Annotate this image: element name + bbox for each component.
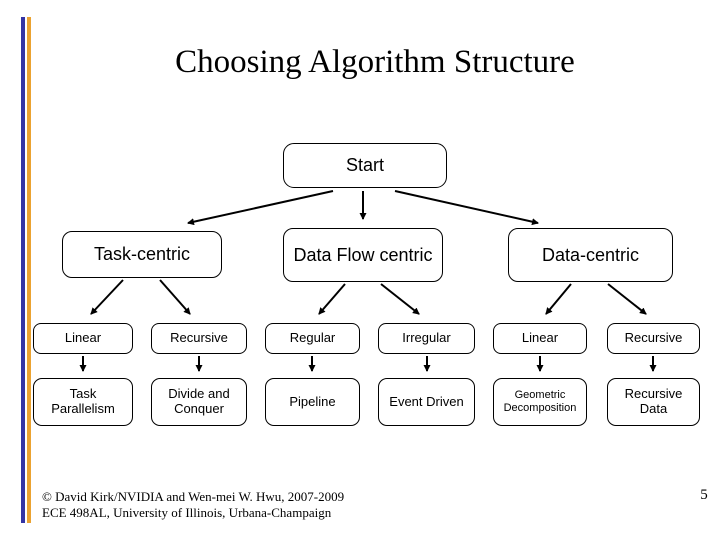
connector-dataflow-irregular	[380, 283, 420, 315]
copyright-footer: © David Kirk/NVIDIA and Wen-mei W. Hwu, …	[42, 489, 344, 520]
node-recursive-task: Recursive	[151, 323, 247, 354]
node-data-centric: Data-centric	[508, 228, 673, 282]
page-number: 5	[700, 487, 708, 503]
footer-line-2: ECE 498AL, University of Illinois, Urban…	[42, 504, 332, 520]
node-data-flow-centric: Data Flow centric	[283, 228, 443, 282]
footer-line-1: © David Kirk/NVIDIA and Wen-mei W. Hwu, …	[42, 489, 345, 504]
node-linear-task: Linear	[33, 323, 133, 354]
node-linear-data: Linear	[493, 323, 587, 354]
node-geometric-decomposition: Geometric Decomposition	[493, 378, 587, 426]
node-task-centric: Task-centric	[62, 231, 222, 278]
connector-dataflow-regular	[318, 283, 346, 315]
connector-taskcentric-linear	[90, 279, 124, 315]
node-start: Start	[283, 143, 447, 188]
node-event-driven: Event Driven	[378, 378, 475, 426]
node-pipeline: Pipeline	[265, 378, 360, 426]
node-regular: Regular	[265, 323, 360, 354]
connector-start-task-centric	[187, 190, 334, 226]
connector-start-data-centric	[394, 190, 539, 226]
connector-datacentric-linear	[545, 283, 572, 315]
node-divide-and-conquer: Divide and Conquer	[151, 378, 247, 426]
connector-taskcentric-recursive	[159, 279, 191, 315]
node-recursive-data: Recursive Data	[607, 378, 700, 426]
node-irregular: Irregular	[378, 323, 475, 354]
accent-stripe-blue	[21, 17, 25, 523]
node-recursive-data-branch: Recursive	[607, 323, 700, 354]
node-task-parallelism: Task Parallelism	[33, 378, 133, 426]
connector-datacentric-recursive	[607, 283, 647, 315]
slide-title: Choosing Algorithm Structure	[175, 44, 575, 80]
accent-stripe-orange	[27, 17, 31, 523]
